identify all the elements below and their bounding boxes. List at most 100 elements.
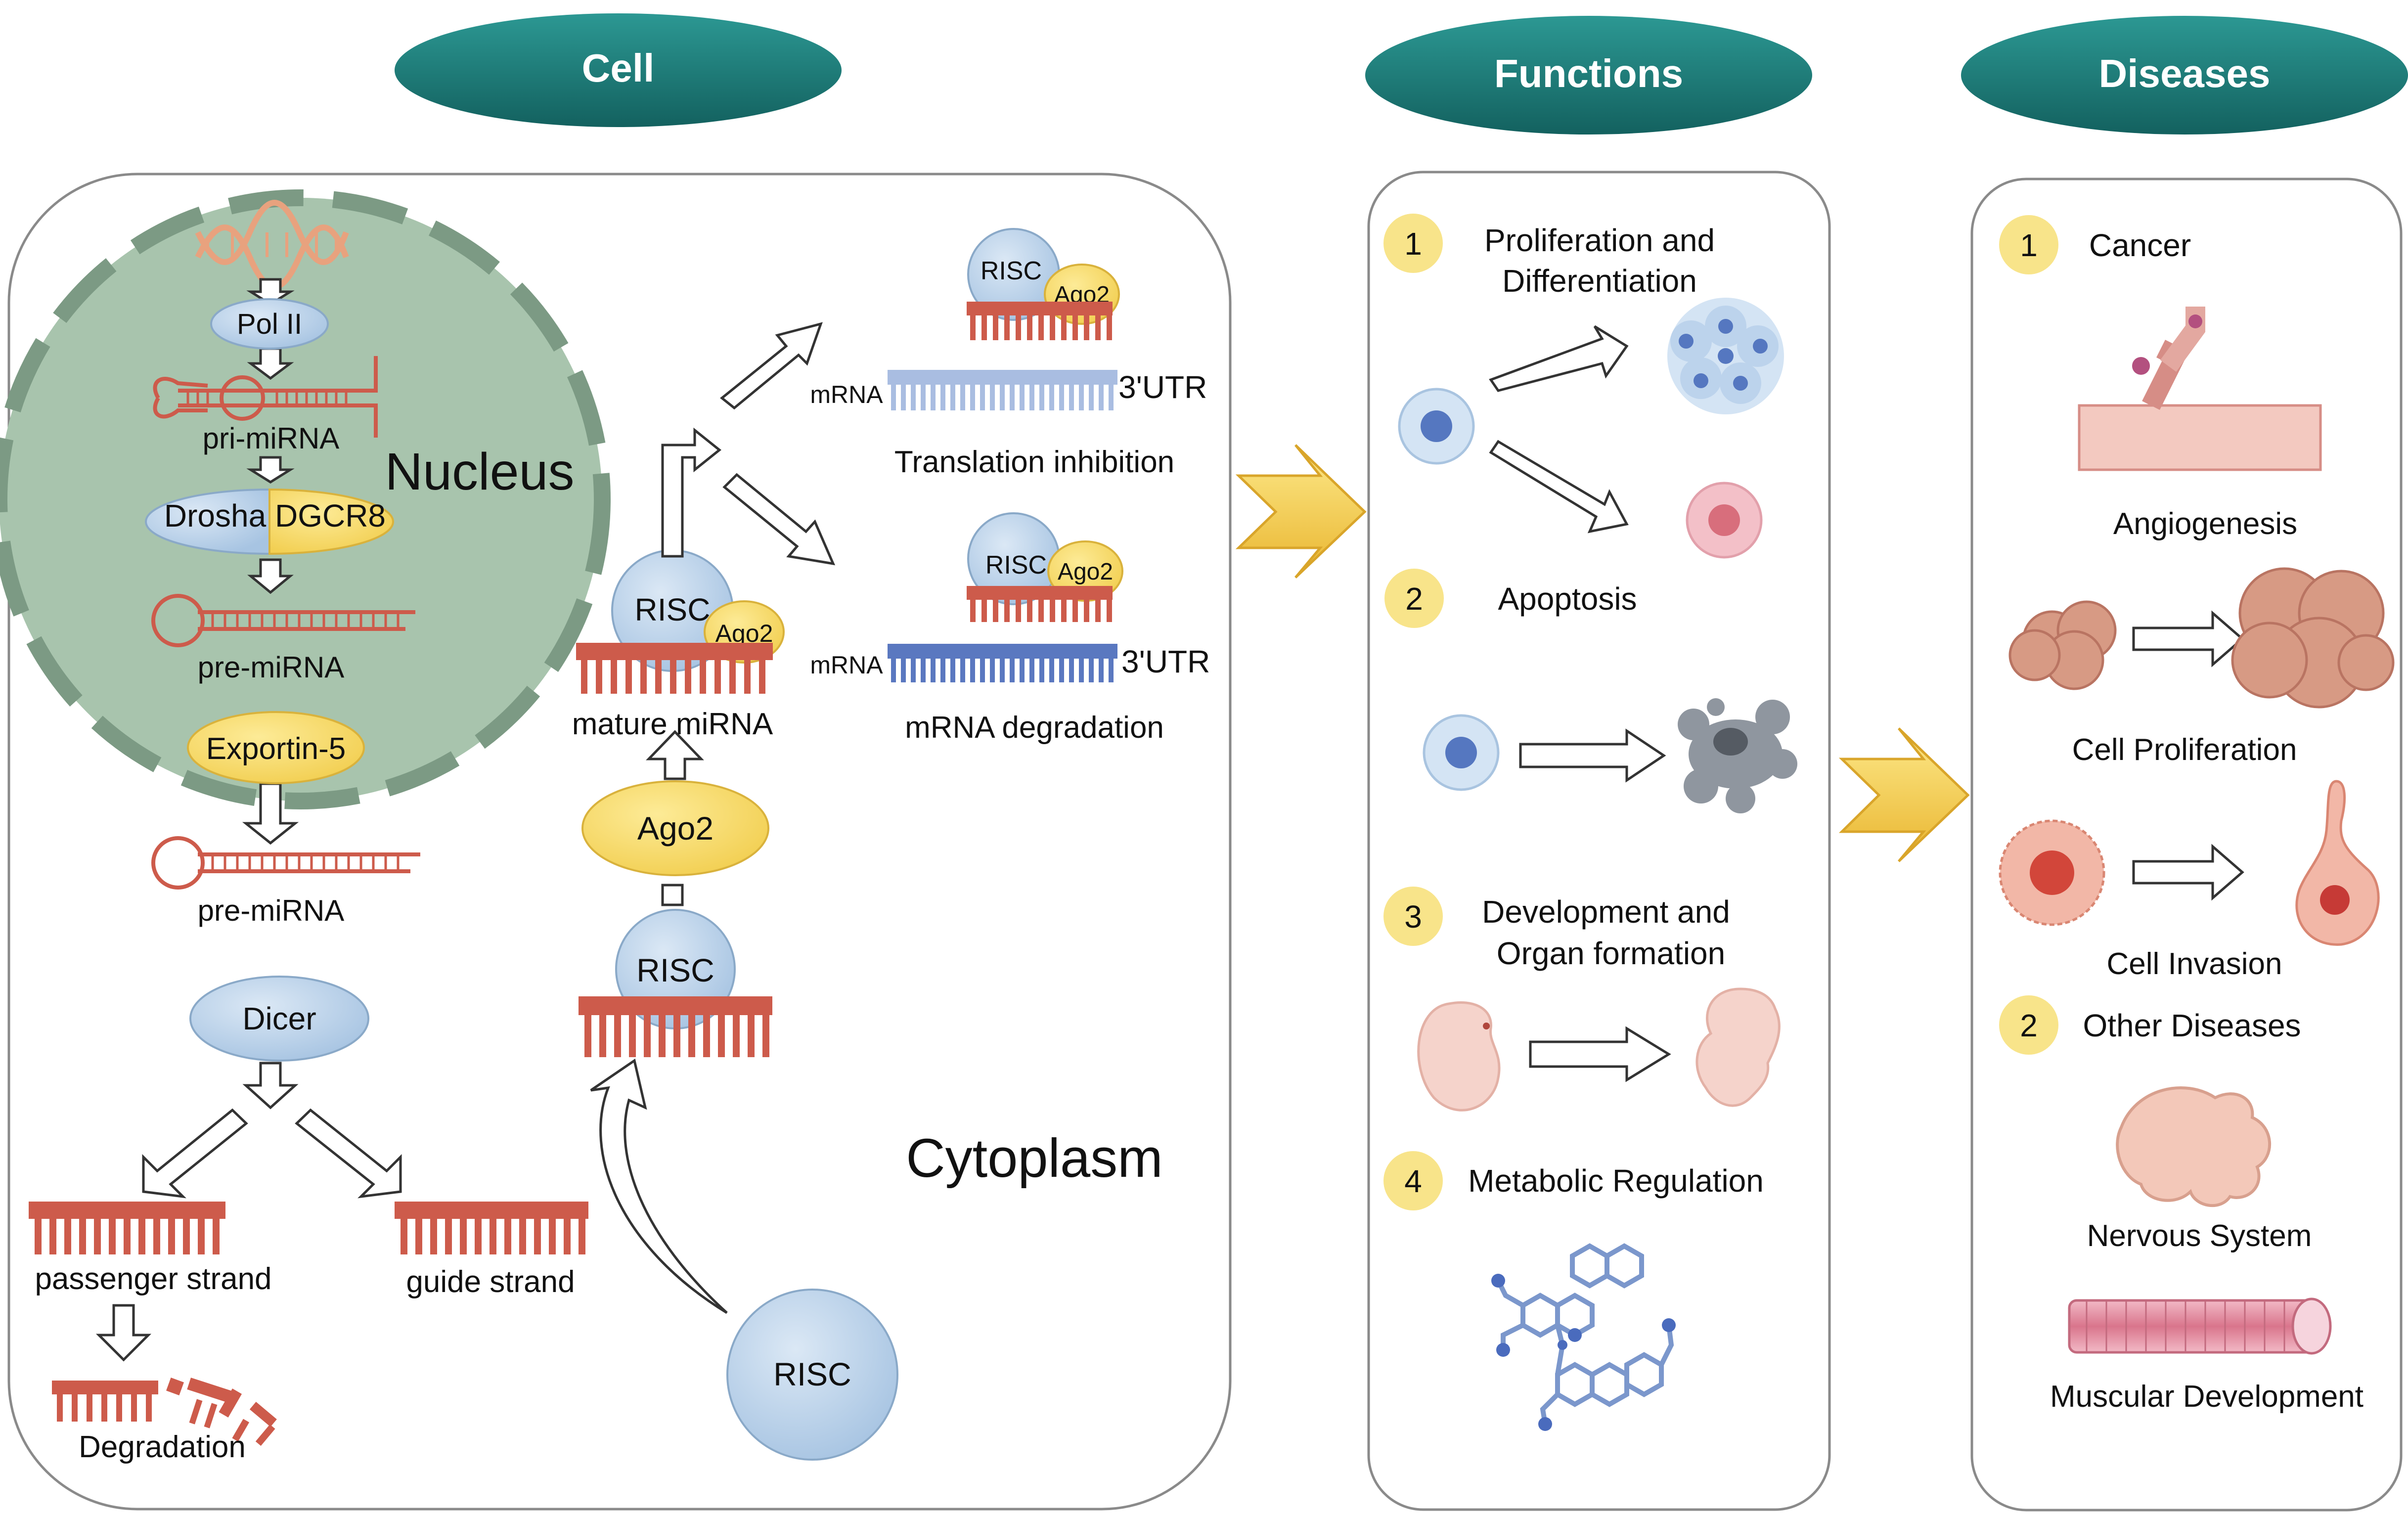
passenger-strand-label: passenger strand	[35, 1262, 271, 1296]
apoptosis-arrow	[1519, 728, 1666, 783]
risc-top-complex: RISC Ago2	[967, 228, 1120, 340]
mrna-top-label: mRNA	[810, 381, 883, 408]
disease-badge-1: 1	[1999, 215, 2058, 274]
muscle-fiber-icon	[2068, 1297, 2332, 1355]
pol2-enzyme: Pol II	[210, 298, 329, 350]
fetus-icon	[1695, 987, 1781, 1107]
to-degradation-arrow	[95, 1304, 152, 1362]
proliferation-disease-arrow	[2132, 610, 2244, 668]
degraded-rna-fragments	[52, 1378, 277, 1446]
guide-strand	[395, 1202, 588, 1254]
molecule-atoms	[1491, 1274, 1676, 1431]
cell-invasion-label: Cell Invasion	[2107, 947, 2282, 981]
function-1-number: 1	[1404, 226, 1422, 262]
function-4-title: Metabolic Regulation	[1468, 1163, 1764, 1199]
mrna-bottom-strand	[888, 644, 1117, 682]
exportin5-transporter: Exportin-5	[187, 711, 365, 784]
function-3-number: 3	[1404, 899, 1422, 935]
dgcr8-label: DGCR8	[275, 498, 386, 534]
pre-mirna-nucleus-label: pre-miRNA	[198, 651, 345, 684]
function-3-title-line2: Organ formation	[1497, 936, 1725, 971]
disease-other-number: 2	[2020, 1008, 2038, 1043]
ago2-free-label: Ago2	[637, 810, 713, 847]
function-3-title-line1: Development and	[1482, 894, 1730, 930]
apoptotic-cell-icon	[1678, 698, 1797, 813]
pri-mirna-label: pri-miRNA	[203, 422, 340, 455]
mature-mirna-label: mature miRNA	[572, 707, 773, 741]
disease-badge-2: 2	[1999, 995, 2058, 1055]
function-badge-1: 1	[1383, 214, 1443, 273]
differentiated-cell-icon	[1686, 482, 1763, 559]
mrna-degradation-label: mRNA degradation	[905, 711, 1164, 745]
dicer-split-arrows	[142, 1108, 402, 1199]
pol2-label: Pol II	[237, 308, 302, 340]
ago2-free-protein: Ago2	[581, 780, 769, 876]
nucleus-flow-arrows	[242, 278, 299, 1110]
invading-cell-icon	[2295, 780, 2380, 946]
risc-loading-curved-arrow	[590, 1058, 728, 1314]
healthy-cell-icon	[1423, 714, 1500, 791]
passenger-strand	[29, 1202, 225, 1254]
mrna-top-strand	[888, 370, 1117, 410]
passenger-strand-teeth	[35, 1219, 220, 1254]
guide-strand-label: guide strand	[406, 1265, 575, 1299]
exportin5-label: Exportin-5	[206, 732, 346, 766]
pre-mirna-nucleus-hairpin	[151, 594, 415, 647]
header-functions-label: Functions	[1494, 51, 1683, 95]
function-badge-2: 2	[1384, 569, 1444, 628]
disease-other-title: Other Diseases	[2083, 1008, 2301, 1043]
risc-bound-label: RISC	[636, 952, 714, 988]
cell-proliferation-label: Cell Proliferation	[2072, 733, 2297, 767]
dicer-enzyme: Dicer	[189, 976, 369, 1062]
risc-guide-complex: RISC	[579, 909, 772, 1057]
utr-top-label: 3'UTR	[1118, 369, 1207, 405]
diseases-panel	[1970, 178, 2403, 1512]
function-1-title-line2: Differentiation	[1502, 263, 1697, 299]
to-mature-arrow	[646, 730, 704, 780]
functions-to-diseases-arrow	[1838, 727, 1970, 862]
function-1-title-line1: Proliferation and	[1484, 223, 1715, 258]
risc-mature-label: RISC	[635, 592, 711, 627]
tumor-large-icon	[2231, 567, 2395, 709]
risc-free-label: RISC	[773, 1356, 851, 1392]
to-ago2-arrow	[661, 884, 684, 906]
nervous-system-label: Nervous System	[2087, 1219, 2312, 1253]
brain-tissue-icon	[2116, 1086, 2272, 1207]
mrna-bottom-label: mRNA	[810, 651, 883, 679]
effect-fork-arrows	[661, 322, 836, 566]
function-4-number: 4	[1404, 1163, 1422, 1199]
translation-inhibition-label: Translation inhibition	[894, 445, 1174, 479]
stem-cell-icon	[1398, 388, 1475, 465]
development-arrow	[1529, 1026, 1671, 1082]
dicer-label: Dicer	[242, 1001, 316, 1036]
invasion-arrow	[2132, 844, 2244, 901]
pri-mirna-hairpin	[153, 356, 378, 438]
function-2-number: 2	[1405, 581, 1423, 617]
header-cell-label: Cell	[582, 46, 655, 90]
header-functions: Functions	[1365, 16, 1812, 134]
ago2-mature-label: Ago2	[715, 620, 773, 647]
header-diseases-label: Diseases	[2099, 51, 2271, 95]
tumor-small-icon	[2008, 600, 2117, 690]
embryo-icon	[1417, 1001, 1501, 1112]
function-badge-3: 3	[1383, 887, 1443, 946]
pre-mirna-cytoplasm-hairpin	[151, 836, 420, 890]
muscular-development-label: Muscular Development	[2050, 1380, 2363, 1414]
pre-mirna-cytoplasm-label: pre-miRNA	[198, 894, 345, 927]
function-2-title: Apoptosis	[1498, 581, 1637, 617]
risc-bottom-label: RISC	[985, 551, 1047, 580]
mature-risc-complex: RISC Ago2	[576, 549, 785, 694]
header-cell: Cell	[395, 13, 842, 127]
nucleus-label: Nucleus	[385, 443, 575, 501]
utr-bottom-label: 3'UTR	[1121, 644, 1210, 679]
disease-cancer-number: 1	[2020, 227, 2038, 263]
risc-free-complex: RISC	[726, 1289, 898, 1461]
ago2-bottom-label: Ago2	[1058, 559, 1113, 585]
degradation-label: Degradation	[79, 1430, 246, 1464]
risc-bottom-complex: RISC Ago2	[967, 512, 1123, 622]
header-diseases: Diseases	[1961, 16, 2408, 134]
drosha-label: Drosha	[164, 498, 267, 534]
disease-cancer-title: Cancer	[2089, 227, 2191, 263]
angiogenesis-label: Angiogenesis	[2113, 507, 2297, 541]
